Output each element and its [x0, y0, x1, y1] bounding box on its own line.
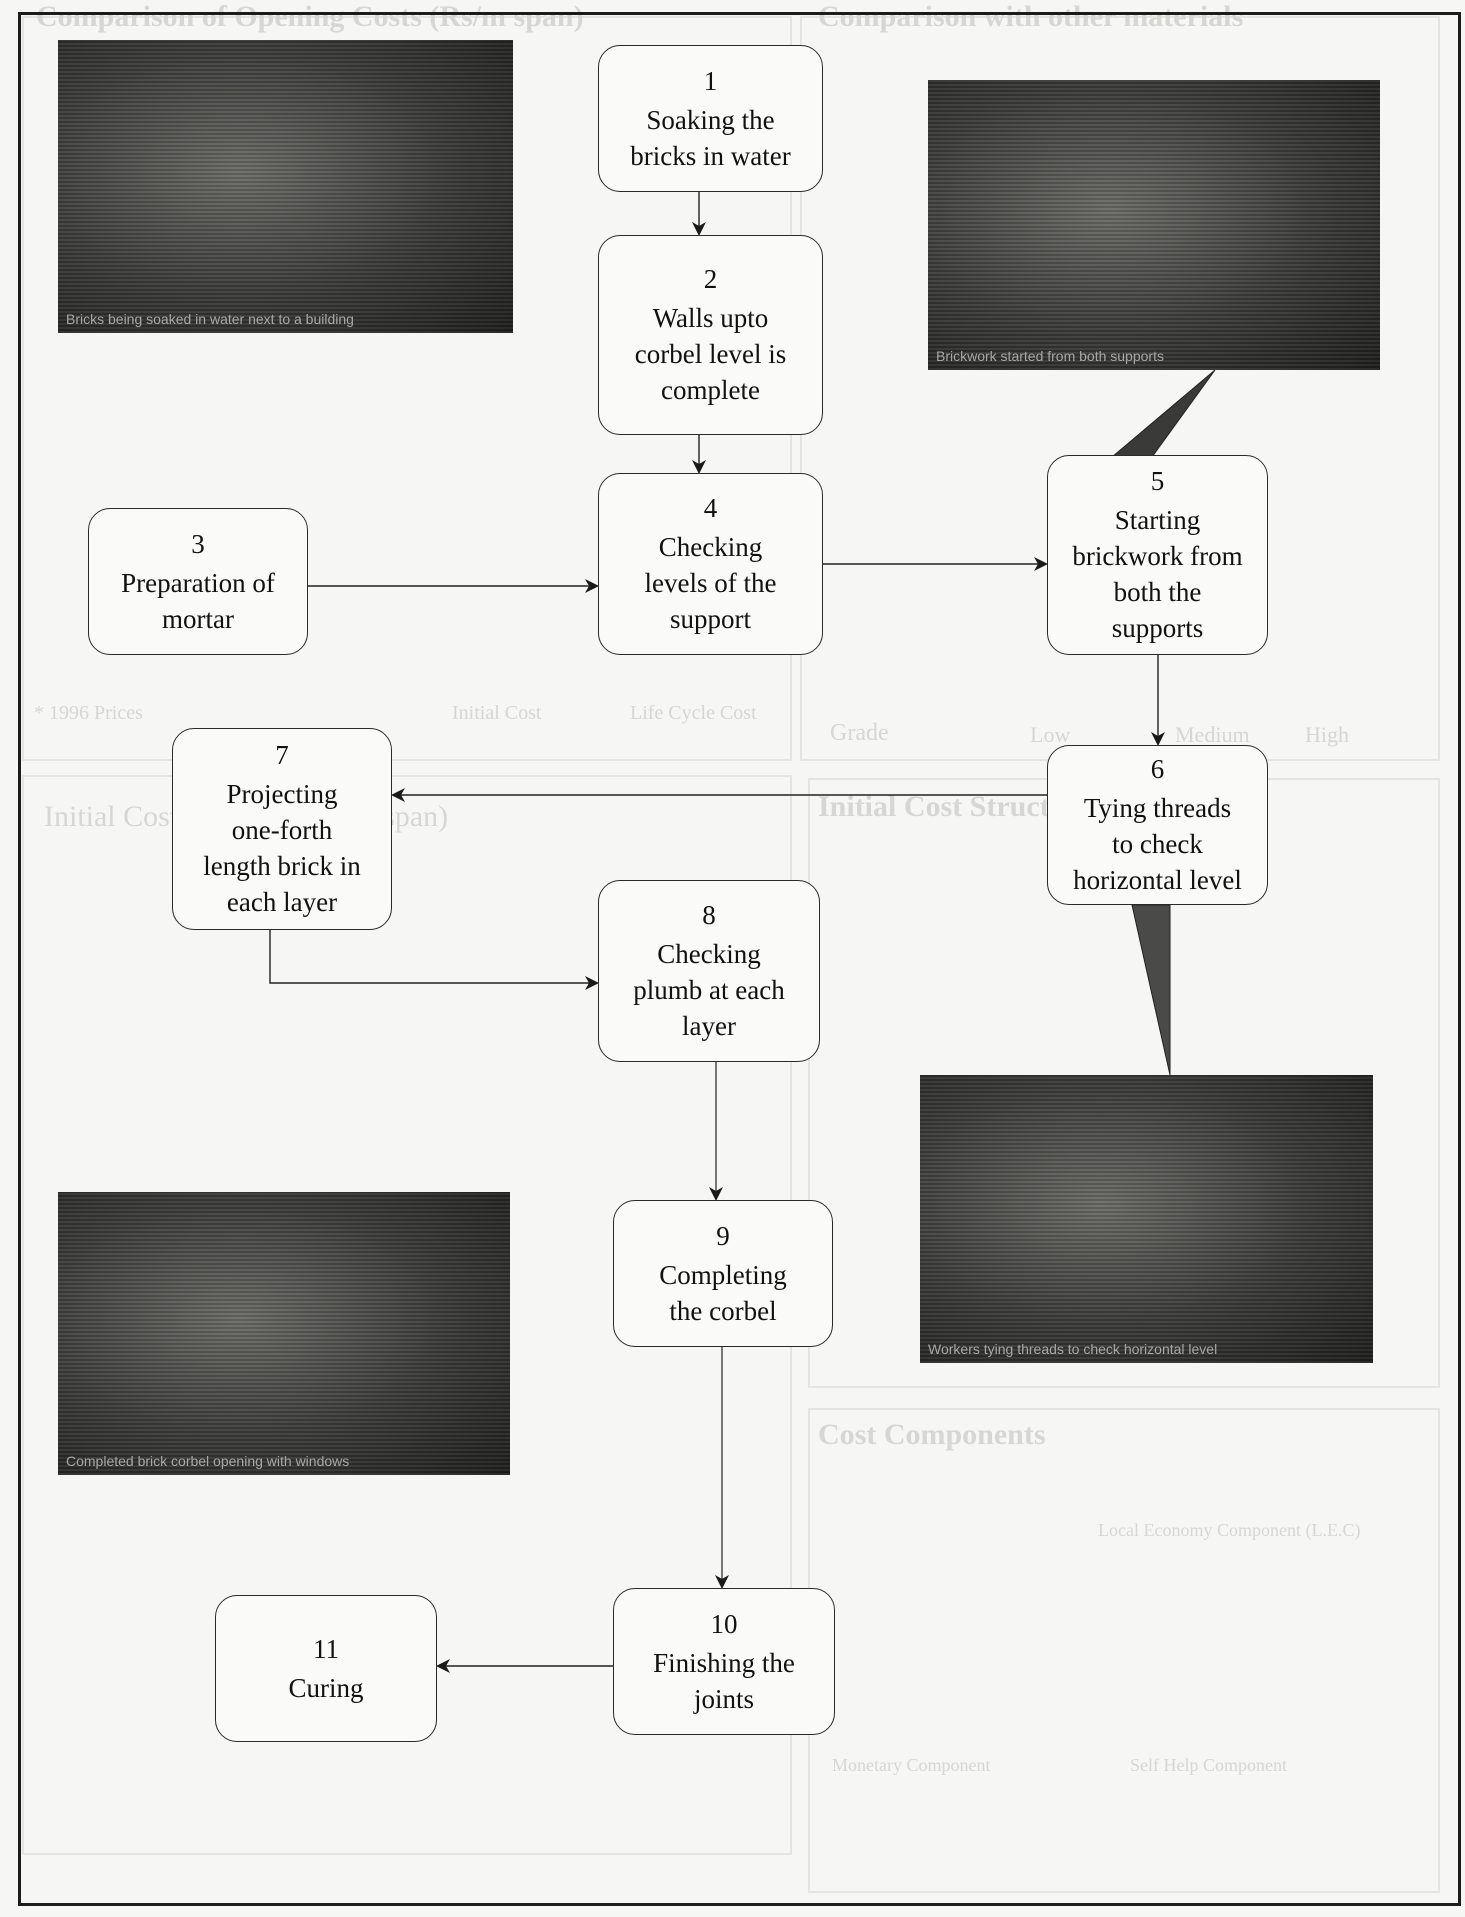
ghost-legend-initial: Initial Cost [452, 702, 542, 724]
step-box-3: 3 Preparation of mortar [88, 508, 308, 655]
step-label: Checking levels of the support [644, 532, 777, 634]
ghost-component-lec: Local Economy Component (L.E.C) [1098, 1520, 1361, 1540]
step-label: Preparation of mortar [121, 567, 275, 634]
step-number: 1 [703, 65, 718, 96]
ghost-heading-opening-costs: Comparison of Opening Costs (Rs/m span) [36, 0, 584, 33]
ghost-legend-lifecycle: Life Cycle Cost [630, 702, 757, 724]
step-label: Finishing the joints [653, 1647, 795, 1714]
step-number: 4 [703, 493, 718, 523]
ghost-heading-comparison: Comparison with other materials [818, 0, 1244, 33]
ghost-grade-high: High [1305, 722, 1349, 747]
step-label: Curing [288, 1672, 364, 1703]
step-box-5: 5 Starting brickwork from both the suppo… [1047, 455, 1268, 655]
photo-caption: Workers tying threads to check horizonta… [928, 1341, 1218, 1357]
step-label: Tying threads to check horizontal level [1073, 793, 1242, 895]
photo-caption: Bricks being soaked in water next to a b… [66, 311, 354, 327]
photo-threads-level: Workers tying threads to check horizonta… [920, 1075, 1373, 1363]
step-number: 3 [191, 528, 205, 559]
step-box-11: 11 Curing [215, 1595, 437, 1742]
photo-caption: Brickwork started from both supports [936, 348, 1164, 364]
step-box-9: 9 Completing the corbel [613, 1200, 833, 1347]
step-label: Starting brickwork from both the support… [1072, 505, 1243, 643]
ghost-footnote: * 1996 Prices [34, 702, 143, 724]
step-box-1: 1 Soaking the bricks in water [598, 45, 823, 192]
step-box-7: 7 Projecting one-forth length brick in e… [172, 728, 392, 930]
step-number: 2 [703, 264, 718, 294]
photo-caption: Completed brick corbel opening with wind… [66, 1453, 350, 1469]
ghost-grade-label: Grade [830, 720, 889, 746]
ghost-component-monetary: Monetary Component [832, 1755, 991, 1775]
step-box-2: 2 Walls upto corbel level is complete [598, 235, 823, 435]
ghost-grade-medium: Medium [1175, 722, 1250, 747]
step-number: 10 [710, 1608, 738, 1639]
step-number: 5 [1150, 466, 1165, 496]
step-number: 9 [716, 1220, 730, 1251]
photo-brickwork-supports: Brickwork started from both supports [928, 80, 1380, 370]
step-box-6: 6 Tying threads to check horizontal leve… [1047, 745, 1268, 905]
step-number: 11 [313, 1633, 339, 1664]
step-number: 7 [275, 740, 289, 770]
step-number: 8 [702, 900, 716, 930]
photo-soaking-bricks: Bricks being soaked in water next to a b… [58, 40, 513, 333]
step-label: Completing the corbel [659, 1259, 787, 1326]
step-label: Walls upto corbel level is complete [634, 303, 787, 405]
step-box-4: 4 Checking levels of the support [598, 473, 823, 655]
step-box-10: 10 Finishing the joints [613, 1588, 835, 1735]
photo-completed-corbel: Completed brick corbel opening with wind… [58, 1192, 510, 1475]
step-label: Checking plumb at each layer [633, 939, 785, 1041]
step-box-8: 8 Checking plumb at each layer [598, 880, 820, 1062]
step-number: 6 [1150, 754, 1165, 784]
ghost-grade-low: Low [1030, 722, 1071, 747]
step-label: Soaking the bricks in water [630, 104, 791, 171]
diagram-frame [18, 12, 1461, 1906]
ghost-heading-cost-components: Cost Components [818, 1418, 1046, 1451]
step-label: Projecting one-forth length brick in eac… [203, 779, 361, 917]
ghost-component-selfhelp: Self Help Component [1130, 1755, 1287, 1775]
